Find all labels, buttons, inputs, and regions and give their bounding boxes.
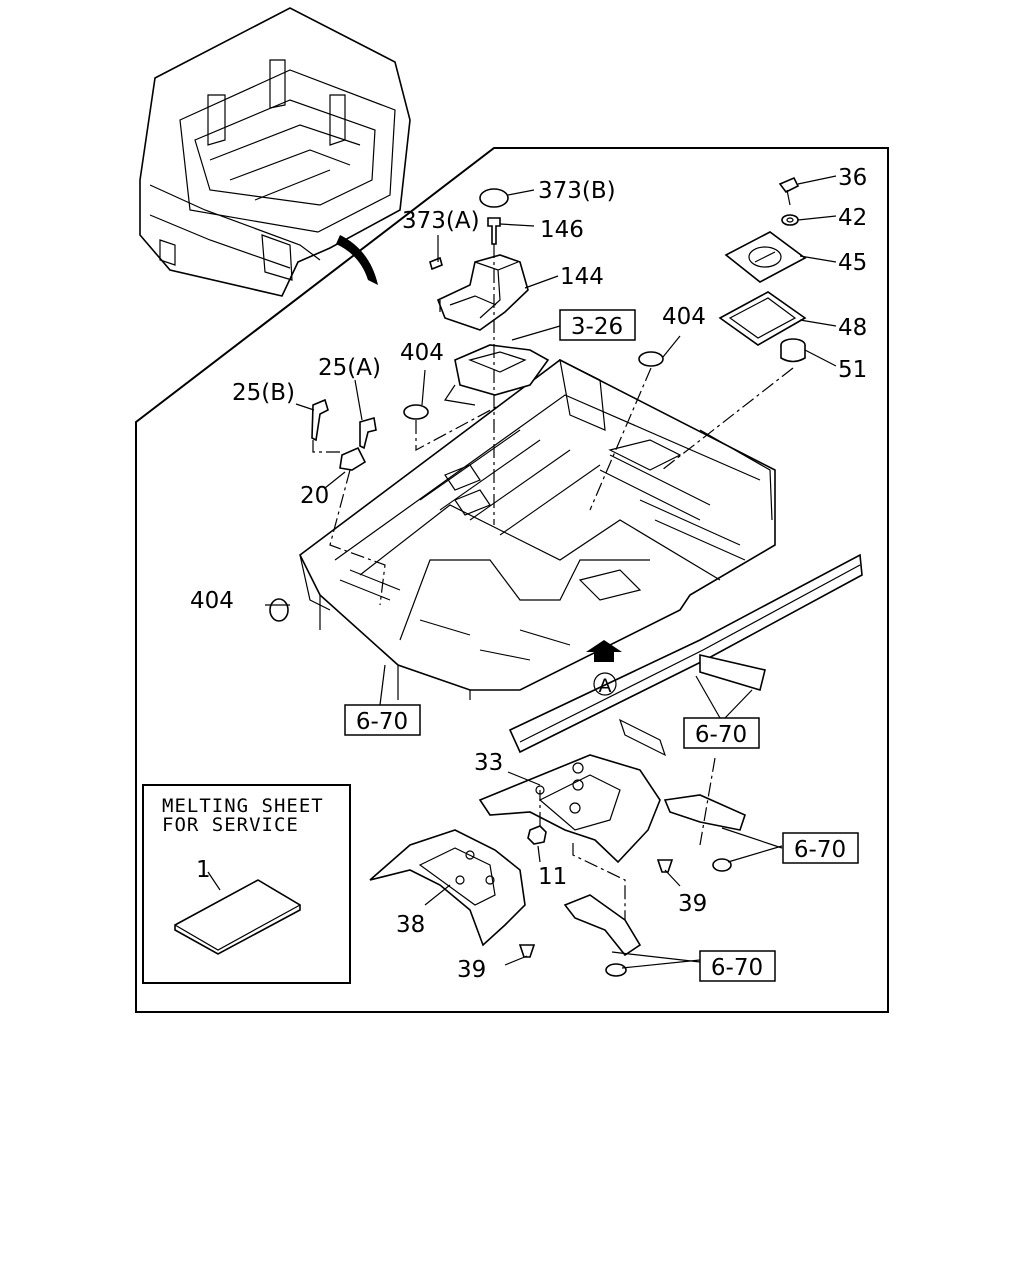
callout-404-upper-left: 404	[400, 340, 444, 366]
leader-lines	[207, 175, 837, 969]
callout-39-left: 39	[457, 957, 486, 983]
melting-sheet-inset: MELTING SHEET FOR SERVICE 1	[142, 784, 351, 984]
ref-box-6-70-lower[interactable]: 6-70	[699, 950, 776, 982]
melting-sheet-part	[174, 879, 301, 955]
ref-6-70-bracket-label: 6-70	[794, 837, 846, 863]
ref-box-6-70-bracket[interactable]: 6-70	[782, 832, 859, 864]
bolt-146	[487, 217, 501, 245]
view-arrow	[336, 235, 378, 285]
callout-38: 38	[396, 912, 425, 938]
callout-33: 33	[474, 750, 503, 776]
ref-3-26-label: 3-26	[571, 314, 623, 340]
ref-6-70-lower-label: 6-70	[711, 955, 763, 981]
plug-404-lower-left	[269, 598, 289, 622]
callout-45: 45	[838, 250, 867, 276]
bolt-25a	[359, 416, 377, 450]
inset-title-line2: FOR SERVICE	[162, 814, 299, 836]
clip-373a	[429, 235, 443, 271]
plug-404-upper-left	[403, 404, 429, 420]
callout-1: 1	[196, 857, 211, 883]
callout-11: 11	[538, 864, 567, 890]
side-bracket	[663, 794, 746, 872]
cab-overview-illustration	[139, 7, 411, 297]
callout-39-right: 39	[678, 891, 707, 917]
lower-bracket	[563, 894, 642, 977]
clip-39-right	[656, 859, 674, 873]
washer-42	[781, 214, 799, 226]
bracket-20	[339, 446, 367, 471]
nut-11	[527, 825, 547, 845]
callout-36: 36	[838, 165, 867, 191]
assembly-lines	[312, 244, 794, 920]
clip-39-left	[518, 944, 536, 958]
callout-146: 146	[540, 217, 584, 243]
diagram-frame	[135, 147, 889, 1013]
callout-404-upper-right: 404	[662, 304, 706, 330]
callout-373a: 373(A)	[402, 208, 480, 234]
ref-6-70-left-label: 6-70	[356, 709, 408, 735]
view-marker-a: A	[593, 672, 617, 697]
callout-48: 48	[838, 315, 867, 341]
callout-42: 42	[838, 205, 867, 231]
cap-373b	[479, 188, 509, 208]
ref-6-70-rail-label: 6-70	[695, 722, 747, 748]
bolt-25b	[311, 398, 329, 442]
plug-404-upper-right	[638, 351, 664, 367]
callout-404-lower-left: 404	[190, 588, 234, 614]
rubber-plug-51	[780, 338, 806, 363]
callout-25a: 25(A)	[318, 355, 381, 381]
callout-144: 144	[560, 264, 604, 290]
under-cover-33	[478, 754, 661, 864]
shift-lever-unit	[443, 344, 550, 406]
frame-rail	[508, 553, 863, 757]
view-direction-arrow	[586, 640, 622, 662]
bolt-36	[778, 176, 800, 206]
ref-box-3-26[interactable]: 3-26	[559, 309, 636, 341]
cover-plate-45	[724, 231, 807, 283]
callout-20: 20	[300, 483, 329, 509]
ref-box-6-70-rail[interactable]: 6-70	[683, 717, 760, 749]
inset-title-line1: MELTING SHEET	[162, 795, 324, 817]
view-marker-a-label: A	[599, 675, 612, 697]
console-box	[436, 254, 529, 331]
callout-25b: 25(B)	[232, 380, 295, 406]
floor-panel-assembly	[298, 358, 776, 700]
ref-box-6-70-left[interactable]: 6-70	[344, 704, 421, 736]
gasket-48	[718, 291, 807, 346]
callout-51: 51	[838, 357, 867, 383]
callout-373b: 373(B)	[538, 178, 616, 204]
